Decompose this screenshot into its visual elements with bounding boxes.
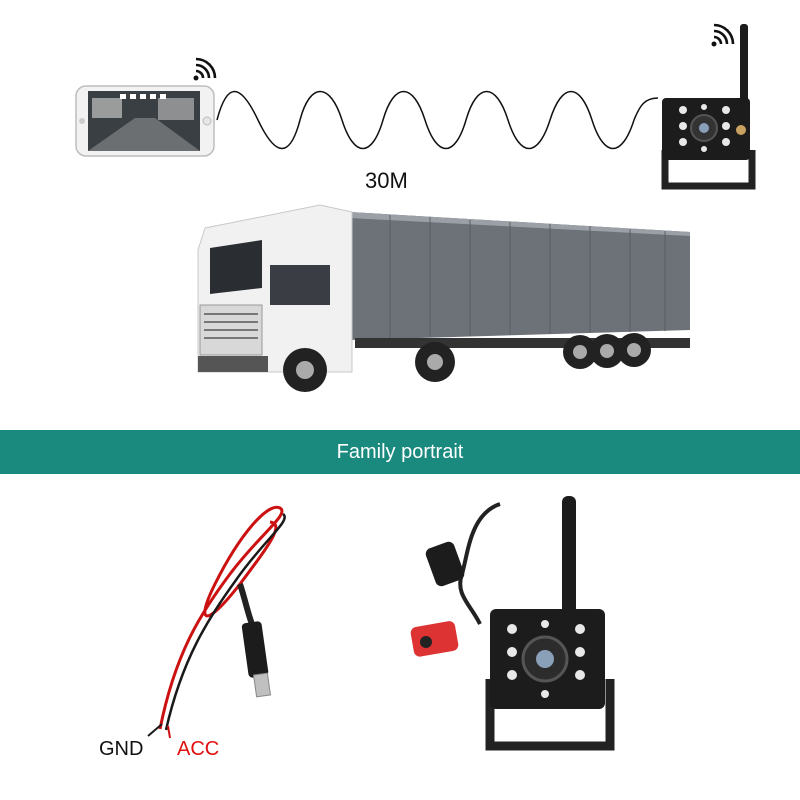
cable-image bbox=[147, 505, 286, 739]
smartphone-image bbox=[75, 85, 215, 157]
truck-image bbox=[197, 204, 690, 392]
camera-image bbox=[410, 496, 615, 751]
acc-label: ACC bbox=[177, 738, 220, 760]
top-illustration bbox=[75, 23, 756, 392]
wifi-signal-icon bbox=[711, 23, 735, 47]
section-banner: Family portrait bbox=[0, 430, 800, 474]
distance-label: 30M bbox=[365, 168, 408, 193]
banner-title: Family portrait bbox=[336, 441, 464, 463]
wifi-signal-icon bbox=[193, 57, 217, 81]
camera-image bbox=[661, 24, 756, 190]
bottom-illustration bbox=[147, 496, 615, 751]
signal-wave bbox=[216, 90, 659, 150]
gnd-label: GND bbox=[99, 738, 144, 760]
